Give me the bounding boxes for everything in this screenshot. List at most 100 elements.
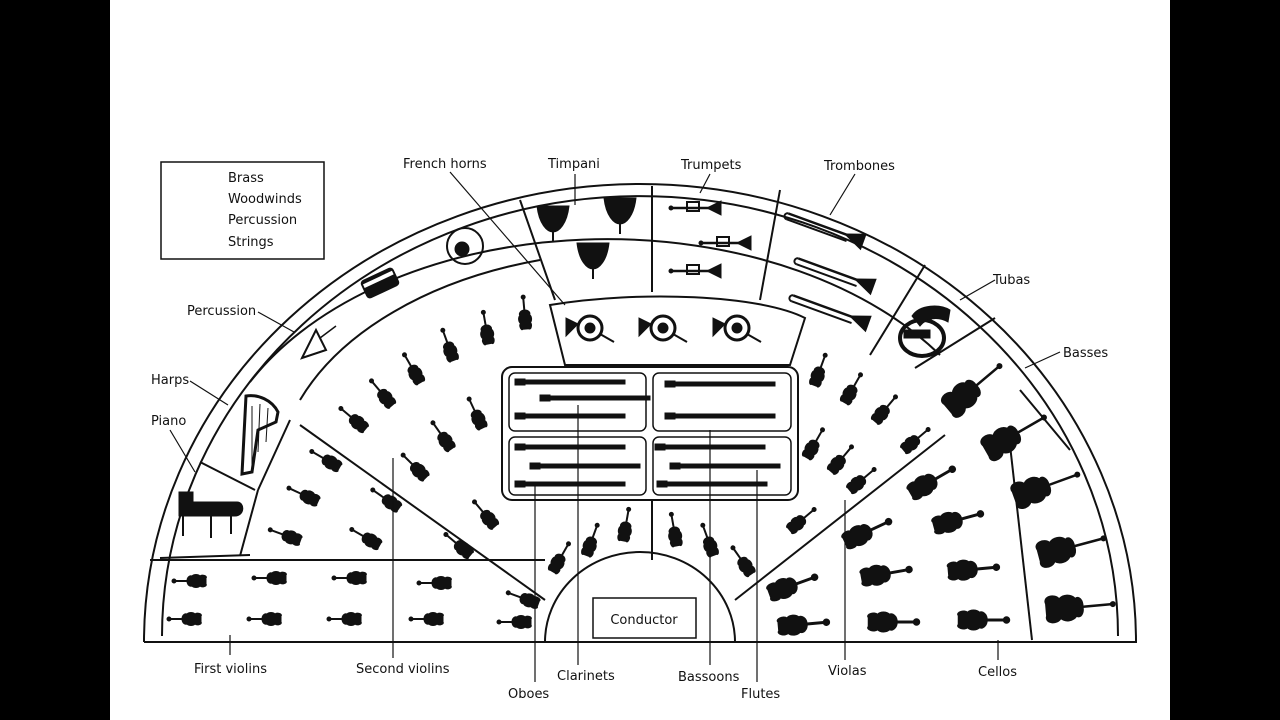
violin-icon [615, 505, 637, 544]
divider-harp-right [257, 419, 291, 491]
divider-harp [199, 461, 256, 491]
cymbal-icon [454, 241, 470, 257]
legend-woodwinds: Woodwinds [228, 192, 302, 207]
violin-icon [806, 350, 833, 389]
cymbal-icon [446, 227, 484, 265]
violin-icon [408, 611, 445, 627]
divider-violas [734, 434, 946, 601]
violin-icon [496, 614, 533, 630]
viola-icon [775, 610, 832, 638]
violin-icon [663, 510, 685, 549]
label-violas: Violas [828, 664, 867, 679]
timpani-icon [536, 205, 570, 243]
leader-percussion [257, 311, 295, 333]
label-bassoons: Bassoons [678, 670, 740, 685]
harp-icon [240, 394, 280, 476]
trumpet-icon [667, 199, 723, 217]
woodwind-block [501, 366, 799, 501]
label-harps: Harps [151, 373, 189, 388]
divider-trumpets-right [759, 189, 781, 301]
violin-icon [435, 325, 462, 364]
conductor-arc [544, 551, 736, 643]
violin-icon [515, 293, 534, 331]
label-second-violins: Second violins [356, 662, 450, 677]
label-piano: Piano [151, 414, 186, 429]
violin-icon [305, 443, 345, 475]
leader-tubas [959, 279, 996, 301]
violin-icon [416, 575, 453, 591]
outer-ring [161, 195, 1119, 637]
violin-icon [467, 495, 502, 532]
label-timpani: Timpani [547, 157, 600, 172]
violin-icon [396, 348, 428, 388]
french-horn-icon [637, 314, 689, 344]
violin-icon [578, 520, 605, 559]
viola-icon [857, 557, 916, 590]
label-tubas: Tubas [992, 273, 1030, 288]
violin-icon [898, 422, 935, 457]
drum-icon [360, 267, 400, 299]
stage-outline [143, 183, 1138, 643]
label-oboes: Oboes [508, 687, 549, 702]
violin-icon [461, 393, 490, 433]
violin-icon [475, 308, 497, 347]
viola-icon [764, 565, 823, 605]
middle-ring [249, 238, 941, 383]
divider-basses-inner [1009, 444, 1033, 641]
legend-box [160, 161, 325, 260]
divider-piano [159, 554, 251, 559]
divider-timpani-left [519, 199, 556, 301]
violin-icon [725, 541, 758, 580]
label-first-violins: First violins [194, 662, 267, 677]
leader-piano [169, 429, 196, 473]
double-bass-icon [1008, 459, 1086, 512]
divider-piano-right [239, 489, 259, 557]
violin-icon [366, 482, 405, 515]
label-basses: Basses [1063, 346, 1108, 361]
triangle-icon [300, 327, 328, 360]
violin-icon [334, 401, 371, 436]
label-french-horns: French horns [403, 157, 487, 172]
woodwind-icon [664, 412, 776, 420]
legend-percussion: Percussion [228, 213, 297, 228]
piano-icon [178, 491, 244, 538]
tuba-icon [898, 305, 951, 358]
divider-first-second [299, 424, 546, 601]
violin-icon [799, 423, 831, 463]
violin-icon [425, 416, 458, 455]
conductor-label: Conductor [610, 613, 678, 628]
violin-icon [396, 448, 432, 484]
leader-french-horns [449, 171, 566, 306]
violin-icon [784, 502, 821, 537]
woodwind-icon [539, 394, 651, 402]
violin-icon [331, 570, 368, 586]
violin-icon [364, 374, 399, 411]
viola-icon [929, 502, 988, 538]
bassoon-box [652, 372, 792, 432]
violin-icon [439, 527, 476, 562]
double-bass-icon [977, 403, 1055, 465]
trumpet-icon [667, 262, 723, 280]
leader-harps [189, 380, 229, 406]
label-trumpets: Trumpets [680, 158, 742, 173]
french-horn-icon [711, 314, 763, 344]
woodwind-icon [514, 480, 626, 488]
leader-basses [1024, 351, 1061, 369]
viola-icon [945, 555, 1002, 583]
viola-icon [838, 510, 897, 553]
violin-icon [166, 611, 203, 627]
trombone-icon [786, 286, 873, 333]
label-percussion: Percussion [187, 304, 256, 319]
percussion-ring [299, 259, 541, 401]
woodwind-icon [514, 378, 626, 386]
flute-box [652, 436, 792, 496]
woodwind-icon [664, 380, 776, 388]
label-clarinets: Clarinets [557, 669, 615, 684]
violin-icon [283, 480, 323, 509]
conductor-box [592, 597, 697, 639]
violin-icon [545, 537, 577, 577]
violin-icon [246, 611, 283, 627]
viola-icon [903, 457, 962, 504]
label-cellos: Cellos [978, 665, 1017, 680]
